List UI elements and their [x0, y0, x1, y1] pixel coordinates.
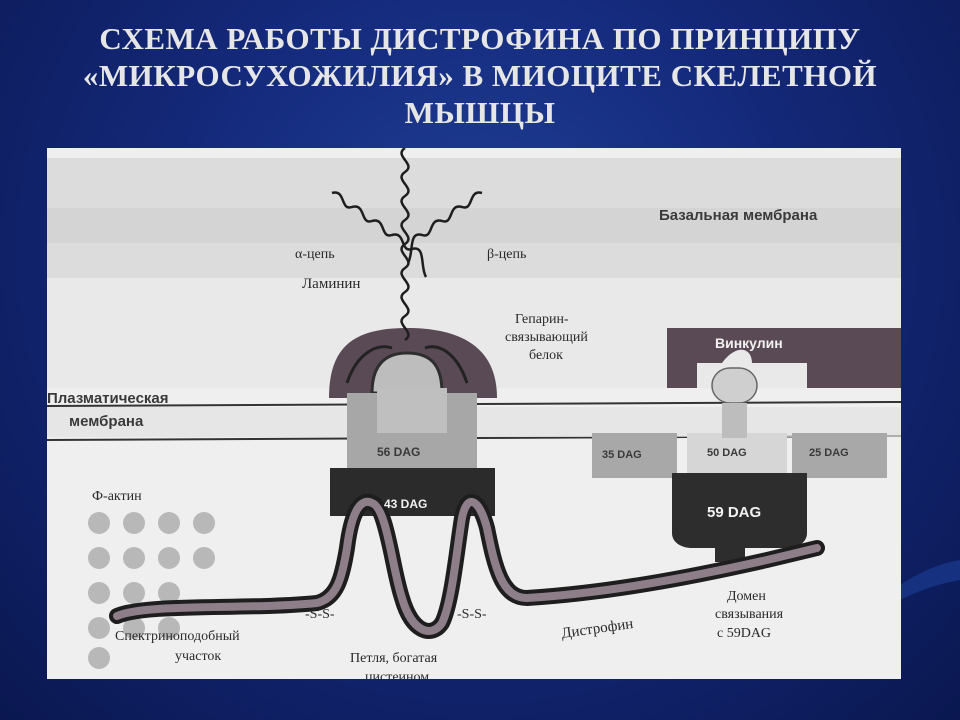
label-dag50: 50 DAG	[707, 447, 747, 459]
label-dag59: 59 DAG	[707, 504, 761, 521]
label-domain-3: с 59DAG	[717, 626, 771, 641]
label-ss-left: -S-S-	[305, 607, 335, 622]
label-loop-1: Петля, богатая	[350, 651, 438, 666]
label-vinculin: Винкулин	[715, 335, 783, 351]
label-ss-right: -S-S-	[457, 607, 487, 622]
decorative-wave	[900, 560, 960, 600]
label-spectrin-1: Спектриноподобный	[115, 629, 240, 644]
slide-title: СХЕМА РАБОТЫ ДИСТРОФИНА ПО ПРИНЦИПУ «МИК…	[40, 20, 920, 131]
title-line-3: МЫШЦЫ	[404, 95, 556, 130]
dag50-block	[687, 433, 787, 478]
label-dystrophin: Дистрофин	[560, 616, 634, 642]
diagram-svg: Базальная мембрана α-цепь β-цепь Ламинин…	[47, 148, 901, 679]
title-line-2: «МИКРОСУХОЖИЛИЯ» В МИОЦИТЕ СКЕЛЕТНОЙ	[82, 58, 878, 93]
title-line-1: СХЕМА РАБОТЫ ДИСТРОФИНА ПО ПРИНЦИПУ	[99, 21, 861, 56]
dag35-block	[592, 433, 677, 478]
label-dag35: 35 DAG	[602, 449, 642, 461]
label-spectrin-2: участок	[175, 649, 221, 664]
label-domain-2: связывания	[715, 607, 784, 622]
dystrophin-diagram: Базальная мембрана α-цепь β-цепь Ламинин…	[47, 148, 901, 679]
label-domain-1: Домен	[727, 589, 766, 604]
label-heparin-2: связывающий	[505, 330, 588, 345]
label-plasma-membrane-2: мембрана	[69, 413, 144, 430]
label-heparin-3: белок	[529, 348, 563, 363]
label-beta-chain: β-цепь	[487, 247, 526, 262]
label-plasma-membrane-1: Плазматическая	[47, 390, 169, 407]
label-loop-2: цистеином	[365, 670, 429, 679]
vinculin-block	[667, 328, 901, 388]
dag59-block	[672, 473, 807, 548]
label-heparin-1: Гепарин-	[515, 312, 569, 327]
f-actin-dots	[88, 512, 215, 669]
label-dag43: 43 DAG	[384, 497, 427, 511]
laminin-chains	[331, 148, 483, 342]
label-basal-membrane: Базальная мембрана	[659, 207, 818, 224]
label-f-actin: Ф-актин	[92, 489, 142, 504]
dag25-block	[792, 433, 887, 478]
label-dag25: 25 DAG	[809, 447, 849, 459]
label-dag56: 56 DAG	[377, 445, 420, 459]
label-alpha-chain: α-цепь	[295, 247, 335, 262]
label-laminin: Ламинин	[302, 276, 360, 292]
